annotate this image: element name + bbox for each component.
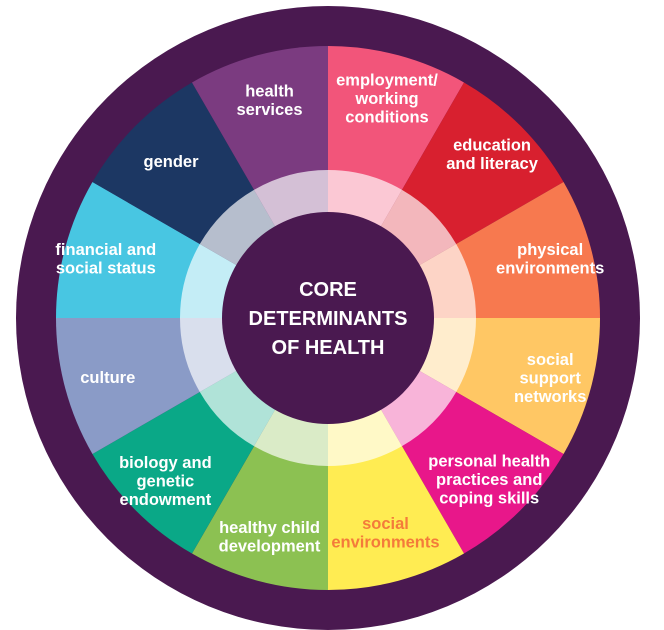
inner-ring-financial [180,244,238,318]
inner-ring-personal-health [380,370,457,447]
inner-ring-social-support [418,318,476,392]
center-disc [222,212,434,424]
inner-ring-gender [199,189,276,266]
inner-ring-education [380,189,457,266]
inner-ring-employment [328,170,402,228]
inner-ring-healthy-child [254,408,328,466]
label-gender: gender [144,153,200,171]
inner-ring-biology [199,370,276,447]
label-culture: culture [80,369,135,387]
inner-ring-overlay [180,170,476,466]
inner-ring-social-environments [328,408,402,466]
inner-ring-physical-environments [418,244,476,318]
inner-ring-culture [180,318,238,392]
inner-ring-health-services [254,170,328,228]
